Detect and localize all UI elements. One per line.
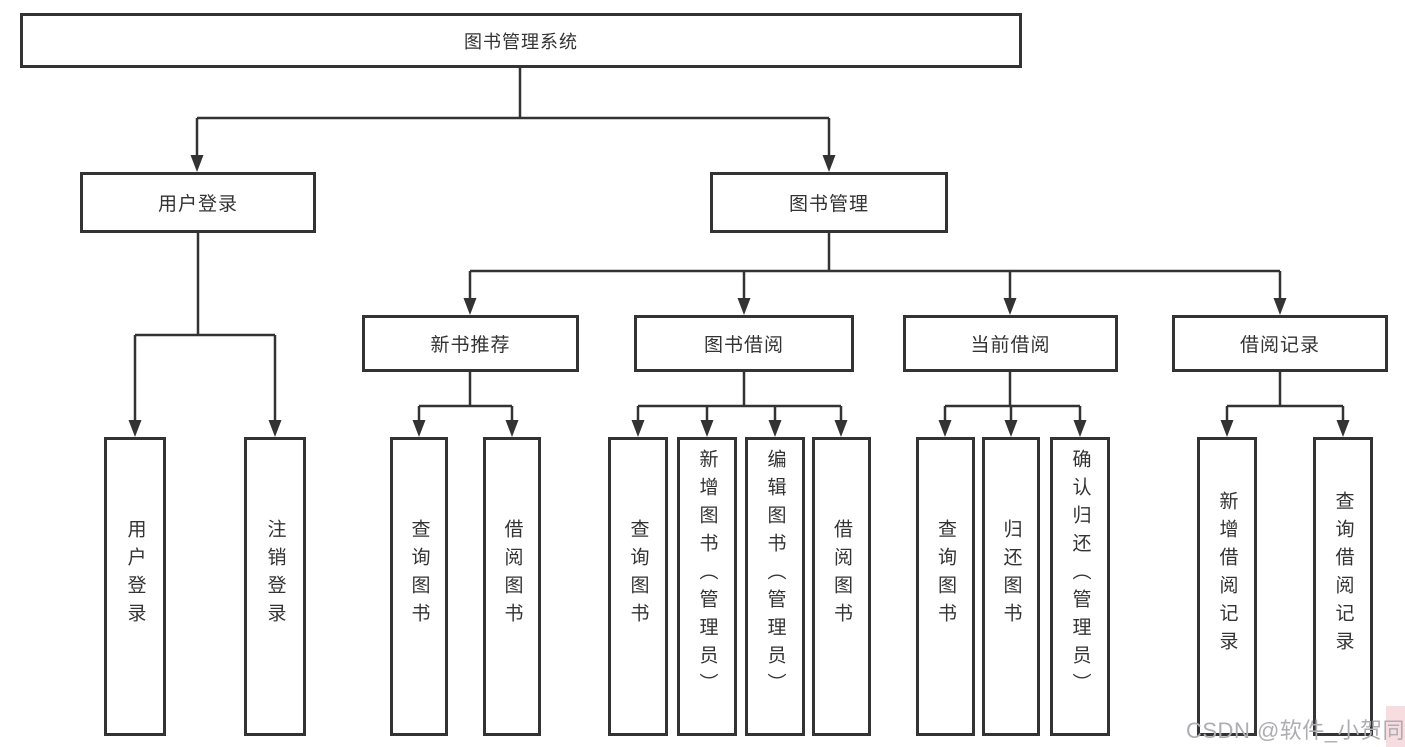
leaf-confirm-return-admin: 确认归还（管理员） [1050,437,1110,736]
node-new-book-recommend: 新书推荐 [362,315,579,372]
leaf-user-login: 用户登录 [104,437,166,736]
leaf-return-book-label: 归还图书 [1000,518,1022,631]
leaf-query-borrow-record: 查询借阅记录 [1313,437,1373,736]
leaf-query-books-borrow: 查询图书 [608,437,668,736]
node-borrow-records-label: 借阅记录 [1239,335,1320,356]
arrowheads [128,155,1350,437]
leaf-add-book-admin: 新增图书（管理员） [677,437,737,736]
node-new-book-recommend-label: 新书推荐 [430,335,511,356]
leaf-query-books-recommend: 查询图书 [390,437,448,736]
node-user-login: 用户登录 [80,172,316,233]
leaf-query-books-borrow-label: 查询图书 [627,518,649,631]
node-user-login-label: 用户登录 [157,194,238,215]
corner-tint [1386,706,1405,747]
leaf-borrow-books-recommend-label: 借阅图书 [501,518,523,631]
node-current-borrow: 当前借阅 [903,315,1118,372]
node-borrow-records: 借阅记录 [1172,315,1388,372]
leaf-borrow-books: 借阅图书 [812,437,871,736]
leaf-logout: 注销登录 [244,437,306,736]
leaf-logout-label: 注销登录 [264,518,286,631]
leaf-query-borrow-record-label: 查询借阅记录 [1332,490,1354,659]
leaf-edit-book-admin: 编辑图书（管理员） [745,437,805,736]
watermark: CSDN @软件_小贺同学 [1186,718,1405,743]
connector-edges [133,68,1345,422]
leaf-query-books-current-label: 查询图书 [935,518,956,631]
node-book-borrow: 图书借阅 [634,315,854,372]
node-book-borrow-label: 图书借阅 [703,335,784,356]
leaf-edit-book-admin-label: 编辑图书（管理员） [764,448,786,701]
leaf-add-book-admin-label: 新增图书（管理员） [696,448,718,701]
node-book-management-label: 图书管理 [788,194,869,215]
leaf-query-books-recommend-label: 查询图书 [408,518,430,631]
node-system-root-label: 图书管理系统 [464,31,578,52]
leaf-user-login-label: 用户登录 [124,518,146,631]
leaf-confirm-return-admin-label: 确认归还（管理员） [1069,448,1091,701]
leaf-query-books-current: 查询图书 [916,437,975,736]
leaf-add-borrow-record: 新增借阅记录 [1197,437,1257,736]
leaf-borrow-books-recommend: 借阅图书 [483,437,541,736]
node-book-management: 图书管理 [710,172,948,233]
node-system-root: 图书管理系统 [20,13,1022,68]
node-current-borrow-label: 当前借阅 [970,335,1051,356]
leaf-return-book: 归还图书 [982,437,1040,736]
leaf-borrow-books-label: 借阅图书 [831,518,852,631]
leaf-add-borrow-record-label: 新增借阅记录 [1216,490,1238,659]
